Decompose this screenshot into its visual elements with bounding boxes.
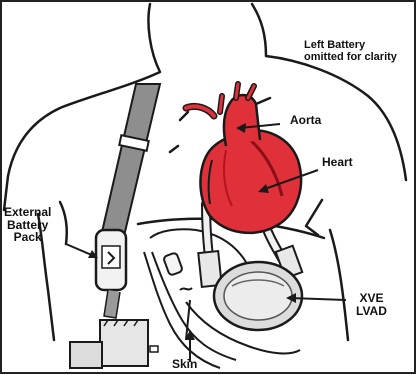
battery-strap-lower bbox=[104, 290, 120, 318]
external-battery-line3: Pack bbox=[4, 231, 51, 244]
strap-band bbox=[102, 84, 160, 236]
skin-exit-connector bbox=[163, 252, 183, 276]
aorta-branch-2-fill bbox=[236, 84, 238, 98]
external-battery-line1: External bbox=[4, 206, 51, 219]
aorta-branch-1-fill bbox=[220, 96, 222, 112]
lvad-pump bbox=[214, 262, 302, 330]
controller-box bbox=[100, 320, 148, 366]
left-battery-line1: Left Battery bbox=[304, 40, 397, 52]
xve-lvad-label: XVE LVAD bbox=[356, 292, 387, 317]
left-battery-note: Left Battery omitted for clarity bbox=[304, 40, 397, 63]
xve-line1: XVE bbox=[356, 292, 387, 305]
external-battery-pack bbox=[96, 230, 126, 318]
clavicle-mark bbox=[256, 98, 270, 104]
right-flank-line bbox=[330, 230, 348, 340]
pump-inner-ring bbox=[224, 272, 292, 320]
controller-side-box bbox=[70, 342, 102, 368]
aorta-label: Aorta bbox=[290, 114, 321, 127]
chest-mark-2 bbox=[180, 112, 188, 120]
skin-tilde bbox=[180, 288, 192, 290]
controller-port bbox=[150, 346, 158, 352]
xve-line2: LVAD bbox=[356, 305, 387, 318]
controller-unit bbox=[70, 320, 158, 368]
external-battery-label: External Battery Pack bbox=[4, 206, 51, 244]
left-arm-line bbox=[60, 202, 67, 244]
left-battery-line2: omitted for clarity bbox=[304, 52, 397, 64]
aortic-arch bbox=[224, 95, 260, 146]
rib-mark bbox=[306, 200, 322, 235]
heart-label: Heart bbox=[322, 156, 353, 169]
shoulder-strap bbox=[102, 84, 160, 236]
chest-mark bbox=[170, 146, 178, 152]
skin-label: Skin bbox=[172, 358, 197, 371]
connector-body bbox=[163, 252, 183, 276]
battery-window bbox=[102, 246, 120, 268]
battery-leader bbox=[66, 244, 94, 256]
